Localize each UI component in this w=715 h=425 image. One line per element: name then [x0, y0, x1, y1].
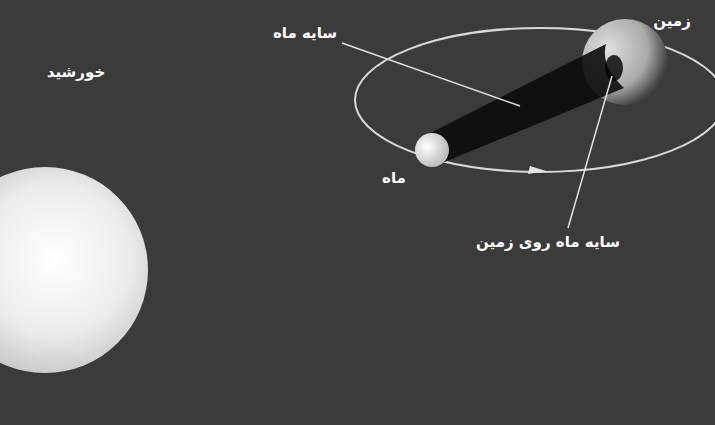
leader-line [342, 43, 520, 106]
moon-shadow-cone [425, 44, 624, 165]
orbit-arrow [528, 166, 546, 174]
part-label: سایه ماه [273, 24, 337, 42]
shadow-on-earth [605, 55, 623, 81]
moon-disc [415, 133, 449, 167]
part-label: خورشید [47, 63, 105, 81]
part-label: سایه ماه روی زمین [476, 233, 620, 251]
leader-line [568, 76, 612, 228]
part-label: زمین [653, 12, 691, 30]
sun-disc [0, 167, 148, 373]
part-label: ماه [382, 169, 406, 187]
